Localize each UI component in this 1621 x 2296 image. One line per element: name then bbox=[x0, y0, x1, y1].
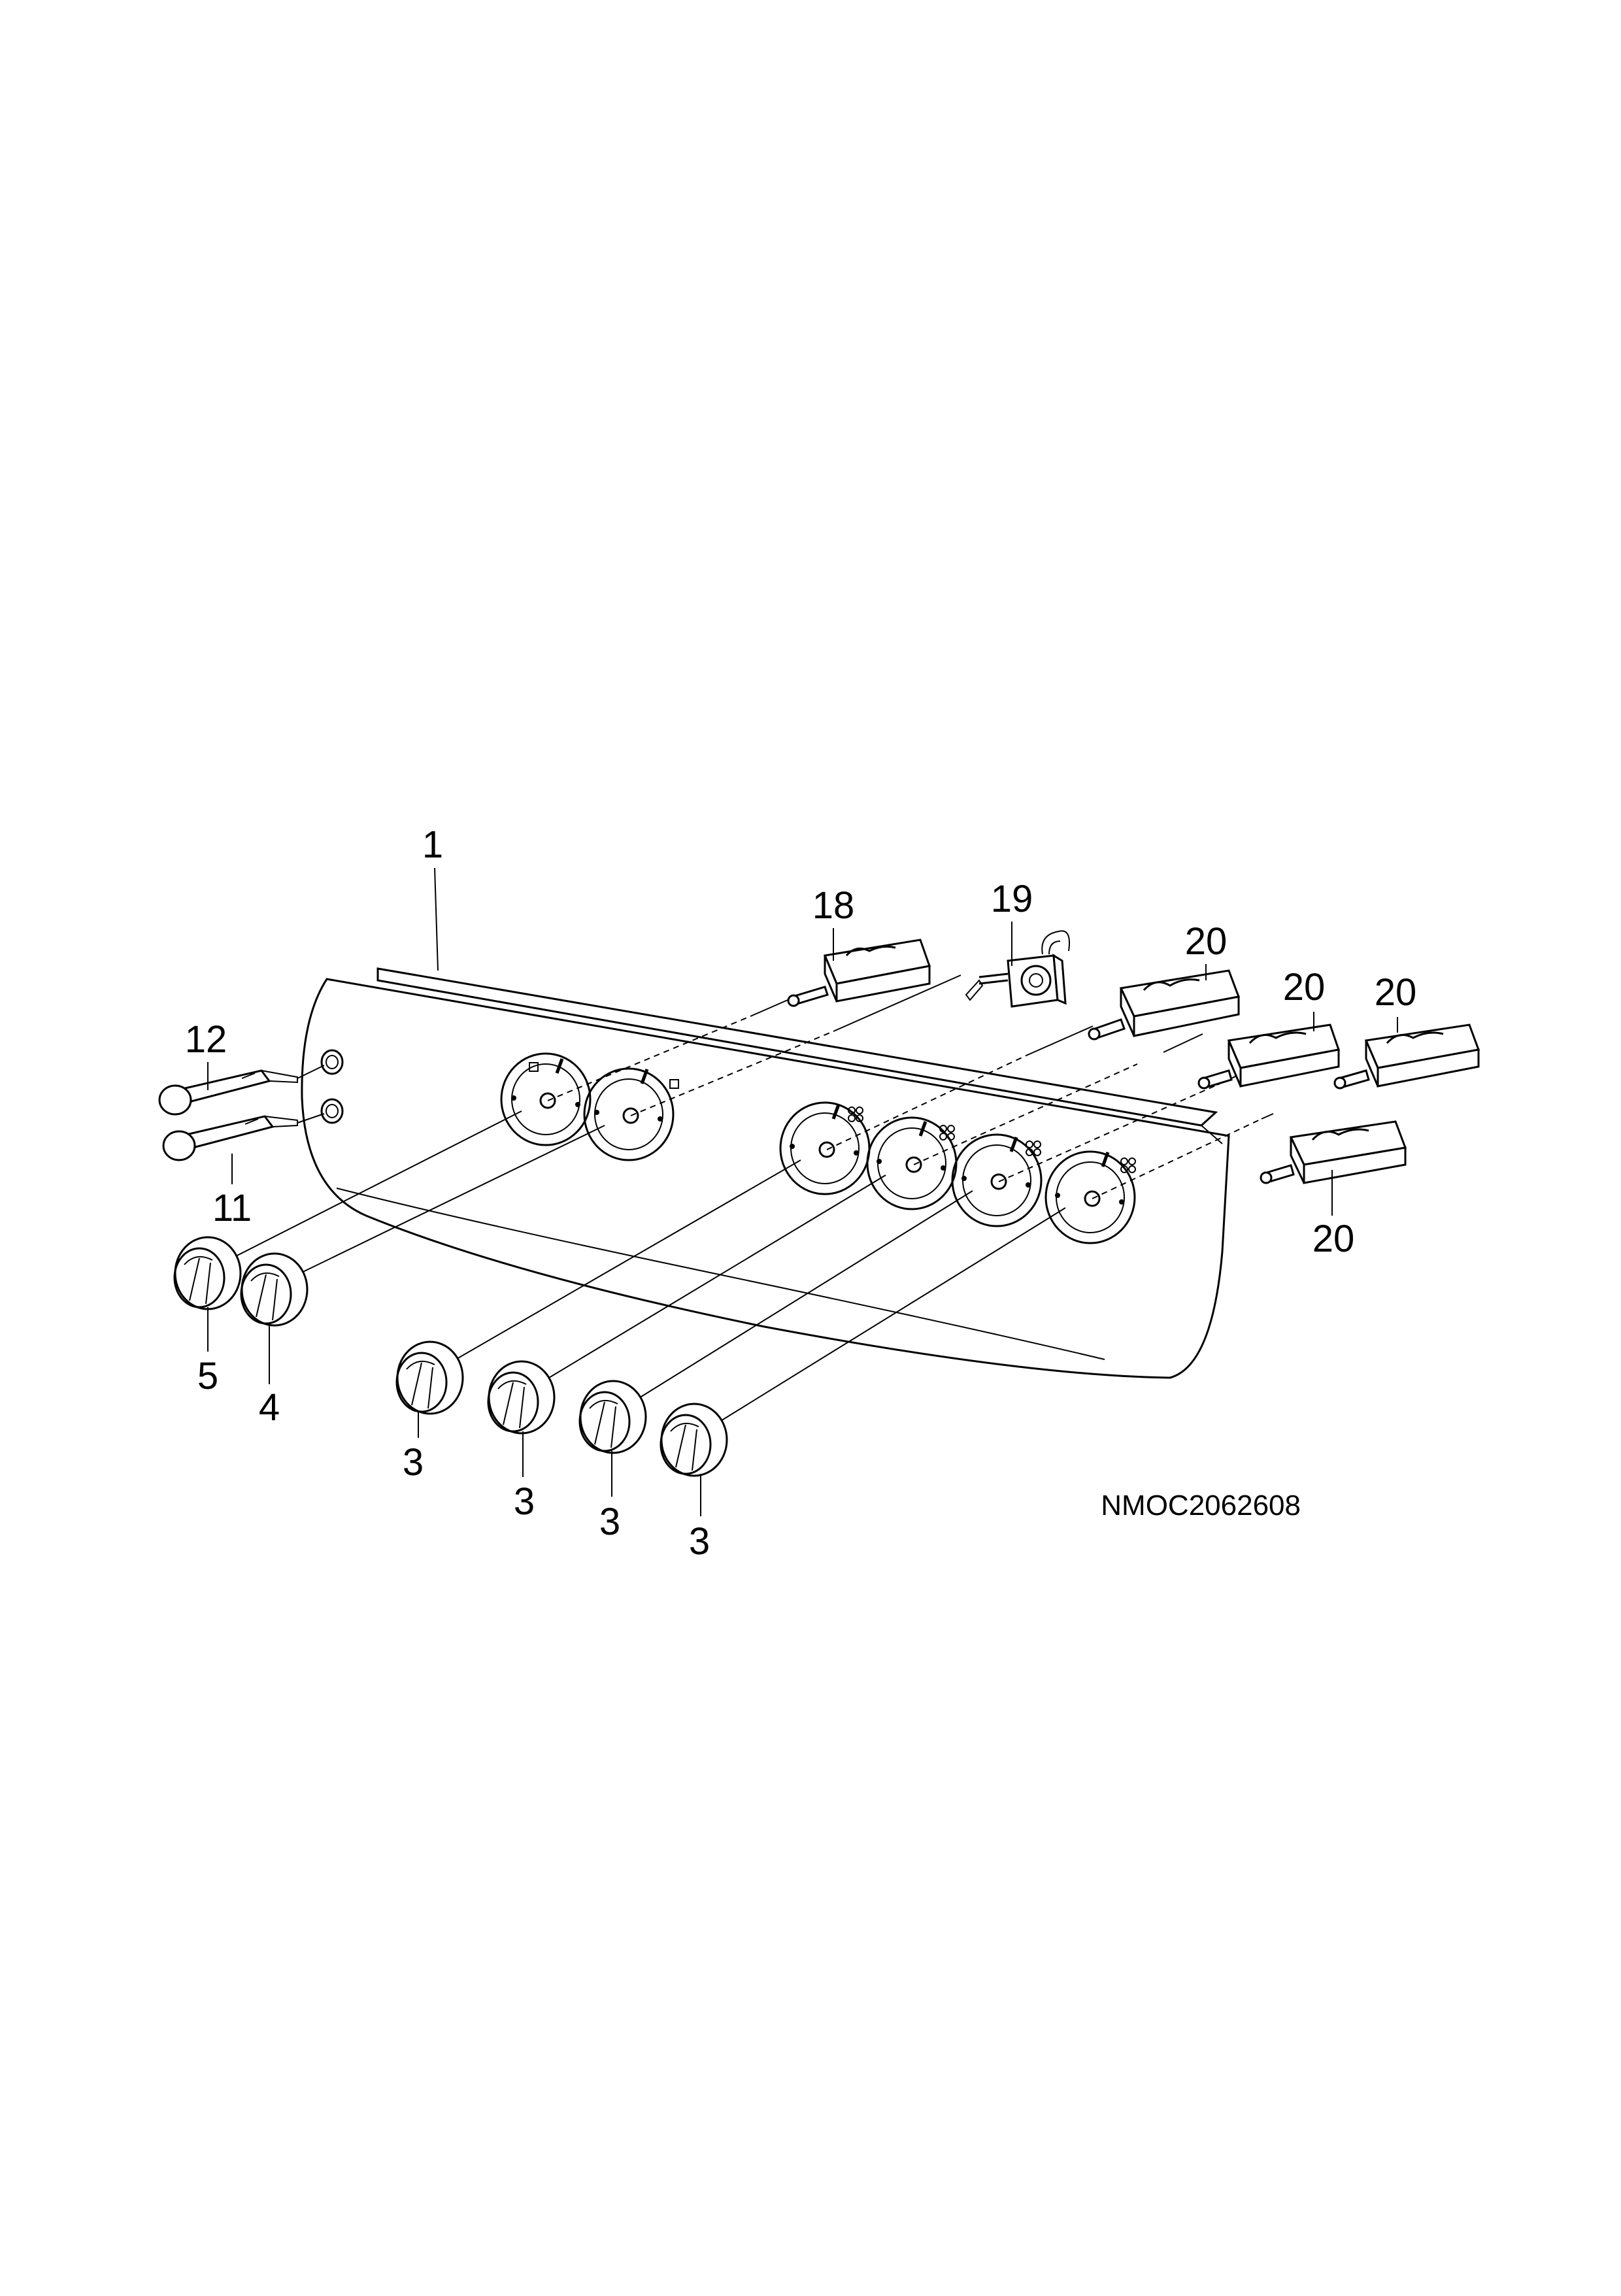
neon-leader bbox=[297, 1113, 325, 1123]
knob-5 bbox=[173, 1236, 242, 1310]
callout-12: 12 bbox=[185, 1018, 227, 1061]
knob-3-second bbox=[487, 1360, 556, 1435]
knob-leader bbox=[290, 1125, 605, 1278]
axis-line bbox=[630, 1031, 834, 1116]
callout-labels: 1 12 11 5 4 3 3 3 3 18 19 20 20 20 20 bbox=[185, 824, 1417, 1563]
axis-line bbox=[750, 997, 793, 1017]
panel-edge bbox=[1201, 1125, 1223, 1144]
callout-leaders bbox=[207, 867, 1398, 1516]
axis-line bbox=[1026, 1025, 1094, 1056]
knob-4 bbox=[240, 1252, 309, 1327]
knob-seat-5 bbox=[951, 1133, 1043, 1227]
callout-3-second: 3 bbox=[514, 1480, 535, 1523]
callout-4: 4 bbox=[259, 1386, 280, 1429]
axis-line bbox=[998, 1084, 1218, 1182]
oven-symbol-icon bbox=[529, 1062, 539, 1072]
burner-symbol-icon bbox=[1026, 1140, 1041, 1156]
knob-3-first bbox=[395, 1340, 464, 1415]
callout-3-first: 3 bbox=[403, 1441, 424, 1484]
marker-icon bbox=[640, 1069, 649, 1084]
grill-symbol-icon bbox=[669, 1079, 679, 1089]
marker-icon bbox=[555, 1058, 564, 1074]
callout-20-top: 20 bbox=[1185, 920, 1228, 963]
knob-3-third bbox=[578, 1380, 647, 1454]
knob-leader bbox=[444, 1159, 801, 1367]
axis-line bbox=[547, 1016, 751, 1101]
marker-icon bbox=[1101, 1152, 1110, 1167]
panel-symbols bbox=[529, 1058, 1136, 1173]
axis-line bbox=[833, 974, 961, 1032]
gas-tap-20-right bbox=[1333, 1023, 1480, 1090]
axis-line bbox=[826, 1055, 1027, 1150]
knob-seat-6 bbox=[1044, 1150, 1136, 1244]
thermostat-19 bbox=[965, 930, 1070, 1008]
panel-face-curve bbox=[336, 1188, 1105, 1360]
axis-line bbox=[1163, 1033, 1203, 1053]
drawing-reference: NMOC2062608 bbox=[1101, 1489, 1301, 1522]
burner-symbol-icon bbox=[939, 1125, 955, 1140]
callout-3-third: 3 bbox=[599, 1501, 620, 1543]
callout-3-fourth: 3 bbox=[689, 1520, 710, 1563]
callout-19: 19 bbox=[991, 878, 1033, 920]
lamp-hole-upper bbox=[320, 1049, 344, 1075]
lamp-hole-lower bbox=[320, 1098, 344, 1124]
gas-tap-20-bottom bbox=[1260, 1120, 1407, 1184]
callout-20-right: 20 bbox=[1375, 971, 1417, 1014]
knob-3-fourth bbox=[660, 1403, 728, 1477]
knob-seat-1 bbox=[500, 1052, 592, 1146]
knob-leader bbox=[535, 1174, 886, 1386]
callout-20-bottom: 20 bbox=[1312, 1218, 1355, 1260]
callout-20-middle: 20 bbox=[1283, 966, 1326, 1008]
callout-5: 5 bbox=[197, 1355, 218, 1397]
alignment-lines bbox=[225, 974, 1274, 1429]
marker-icon bbox=[1009, 1137, 1018, 1152]
burner-symbol-icon bbox=[1120, 1157, 1136, 1173]
knob-seat-2 bbox=[583, 1067, 675, 1161]
marker-icon bbox=[918, 1121, 927, 1137]
panel-face bbox=[301, 978, 1230, 1379]
knob-leader bbox=[627, 1190, 973, 1406]
burner-symbol-icon bbox=[848, 1106, 863, 1122]
callout-11: 11 bbox=[212, 1187, 252, 1229]
knob-leader bbox=[709, 1207, 1066, 1429]
callout-1: 1 bbox=[422, 824, 443, 866]
axis-line bbox=[913, 1063, 1138, 1165]
axis-line bbox=[1261, 1113, 1274, 1120]
callout-18: 18 bbox=[812, 884, 855, 927]
neon-leader bbox=[297, 1065, 325, 1079]
gas-tap-20-top bbox=[1088, 969, 1241, 1040]
knob-leader bbox=[225, 1110, 522, 1262]
neon-lamp-11 bbox=[162, 1115, 298, 1161]
marker-icon bbox=[831, 1104, 841, 1120]
neon-lamp-12 bbox=[158, 1069, 298, 1116]
gas-tap-20-middle bbox=[1197, 1023, 1340, 1090]
leader-1 bbox=[434, 867, 439, 971]
switch-18 bbox=[787, 939, 931, 1007]
